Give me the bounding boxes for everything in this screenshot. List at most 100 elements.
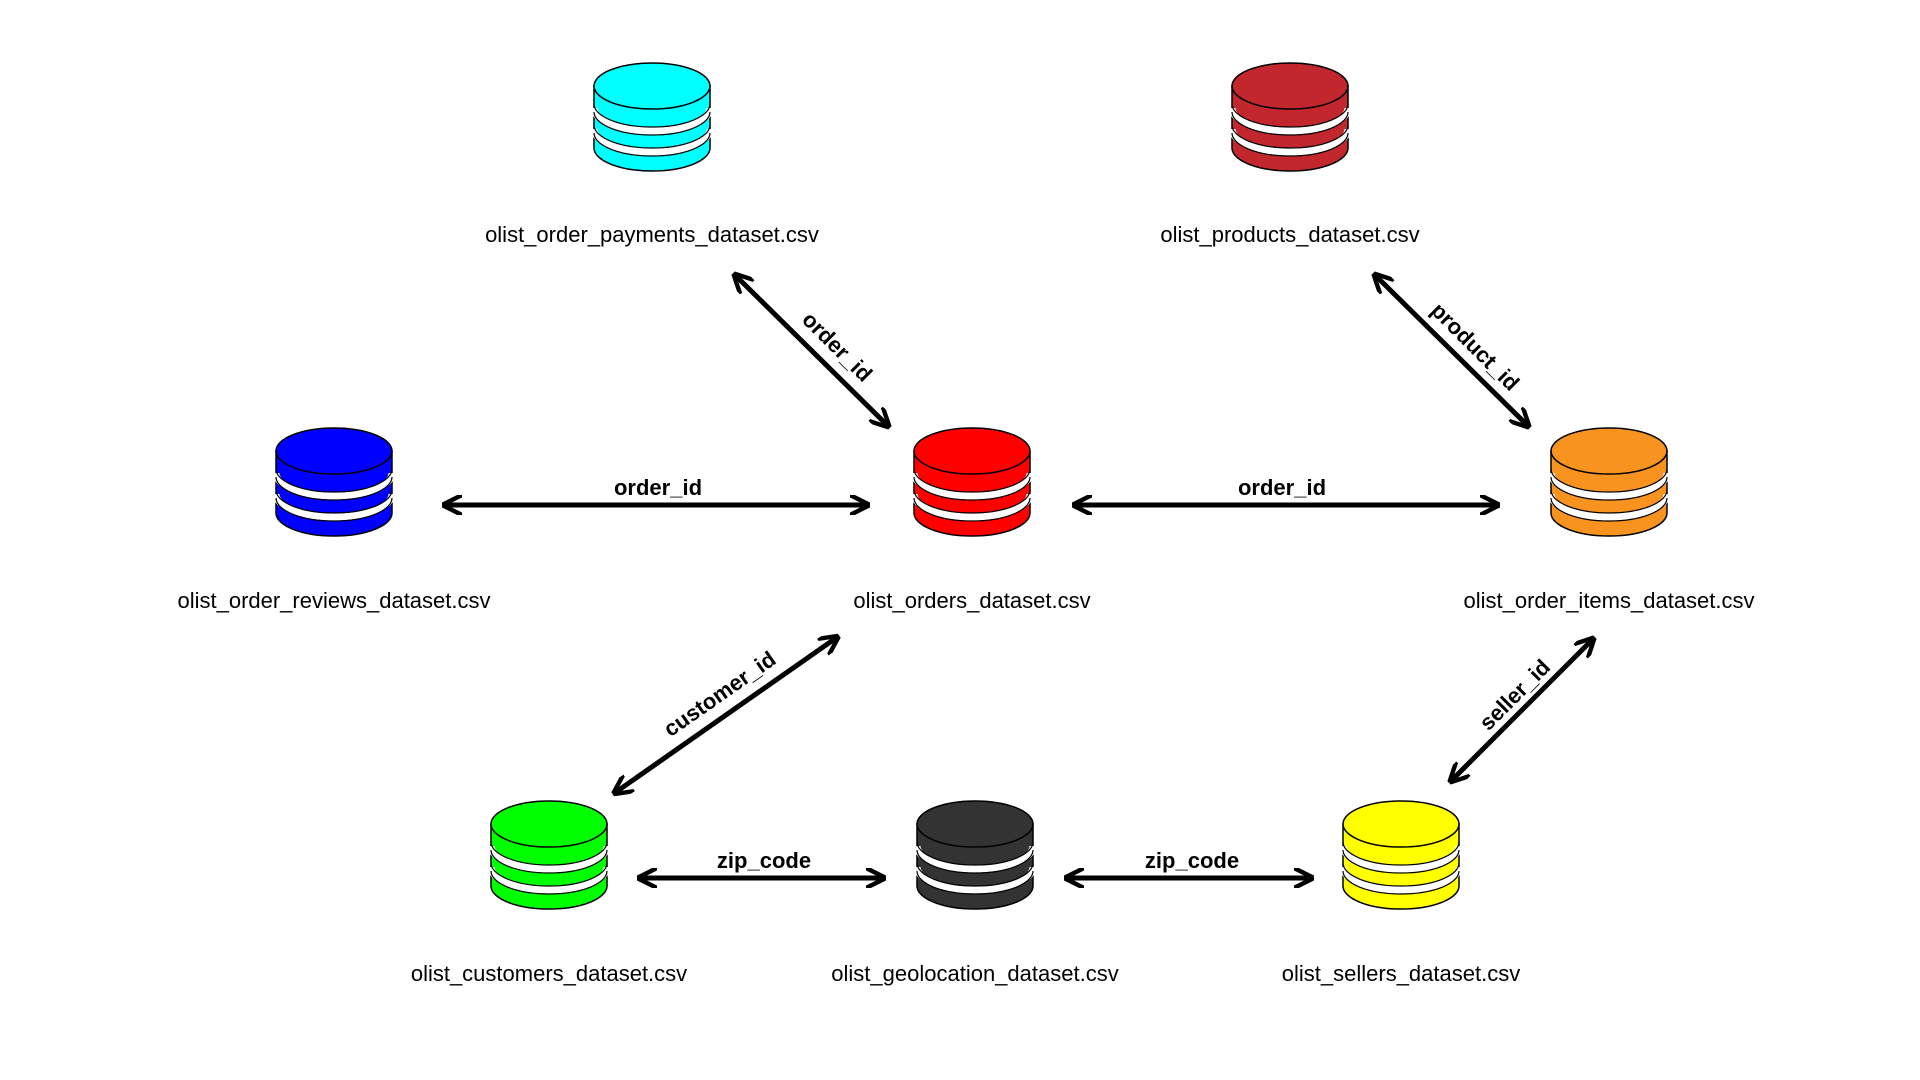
database-icon <box>590 62 714 172</box>
database-separator-edge <box>593 103 711 128</box>
database-top <box>1231 62 1349 110</box>
database-top <box>490 800 608 848</box>
double-arrow <box>616 638 836 792</box>
database-separator-edge <box>916 841 1034 866</box>
database-separator-edge <box>1231 132 1349 157</box>
database-icon <box>272 427 396 537</box>
node-reviews: olist_order_reviews_dataset.csv <box>177 427 491 613</box>
edge-label: seller_id <box>1474 654 1555 735</box>
database-top <box>1550 427 1668 475</box>
node-label: olist_orders_dataset.csv <box>853 588 1090 613</box>
database-separator-edge <box>1550 476 1668 501</box>
database-icon <box>913 800 1037 910</box>
database-icon <box>910 427 1034 537</box>
double-arrow <box>1452 640 1592 780</box>
database-separator <box>910 493 1034 521</box>
node-orders: olist_orders_dataset.csv <box>853 427 1091 613</box>
node-label: olist_sellers_dataset.csv <box>1282 961 1520 986</box>
database-separator <box>910 472 1034 500</box>
database-separator-edge <box>490 849 608 874</box>
database-separator <box>1339 845 1463 873</box>
database-separator-edge <box>593 124 711 149</box>
database-separator <box>1228 107 1352 135</box>
edge-reviews-orders: order_id <box>446 475 866 505</box>
database-separator <box>1547 493 1671 521</box>
database-separator-edge <box>1231 124 1349 149</box>
database-separator-edge <box>1550 497 1668 522</box>
database-separator <box>1547 472 1671 500</box>
database-separator <box>913 866 1037 894</box>
database-separator-edge <box>490 870 608 895</box>
node-label: olist_order_reviews_dataset.csv <box>177 588 490 613</box>
database-top <box>593 62 711 110</box>
database-separator-edge <box>593 111 711 136</box>
node-products: olist_products_dataset.csv <box>1160 62 1420 247</box>
node-label: olist_customers_dataset.csv <box>411 961 687 986</box>
node-items: olist_order_items_dataset.csv <box>1463 427 1755 613</box>
edge-label: zip_code <box>717 848 811 873</box>
database-top <box>275 427 393 475</box>
edge-sellers-items: seller_id <box>1452 640 1592 780</box>
database-separator-edge <box>913 476 1031 501</box>
database-separator <box>487 845 611 873</box>
database-separator-edge <box>275 497 393 522</box>
edge-label: zip_code <box>1145 848 1239 873</box>
database-separator-edge <box>913 489 1031 514</box>
double-arrow <box>1376 276 1527 425</box>
database-separator-edge <box>916 849 1034 874</box>
edge-label: customer_id <box>659 646 781 742</box>
edge-label: product_id <box>1426 298 1524 396</box>
database-top <box>913 427 1031 475</box>
double-arrow <box>736 276 887 425</box>
database-separator-edge <box>1231 111 1349 136</box>
node-customers: olist_customers_dataset.csv <box>411 800 687 986</box>
database-separator-edge <box>916 862 1034 887</box>
database-icon <box>1339 800 1463 910</box>
edge-payments-orders: order_id <box>736 276 887 425</box>
nodes: olist_order_payments_dataset.csv olist_pr… <box>177 62 1755 986</box>
database-separator-edge <box>1231 103 1349 128</box>
database-separator-edge <box>275 489 393 514</box>
edge-orders-items: order_id <box>1076 475 1496 505</box>
database-separator <box>590 107 714 135</box>
edge-label: order_id <box>614 475 702 500</box>
database-separator-edge <box>1342 841 1460 866</box>
database-icon <box>1547 427 1671 537</box>
database-separator <box>1339 866 1463 894</box>
node-label: olist_order_items_dataset.csv <box>1463 588 1754 613</box>
node-sellers: olist_sellers_dataset.csv <box>1282 800 1520 986</box>
database-separator-edge <box>275 468 393 493</box>
database-icon <box>1228 62 1352 172</box>
edge-products-items: product_id <box>1376 276 1527 425</box>
database-separator-edge <box>490 862 608 887</box>
database-separator <box>590 128 714 156</box>
database-separator-edge <box>1342 870 1460 895</box>
database-separator <box>913 845 1037 873</box>
database-top <box>1342 800 1460 848</box>
node-label: olist_order_payments_dataset.csv <box>485 222 819 247</box>
database-separator <box>272 472 396 500</box>
node-geolocation: olist_geolocation_dataset.csv <box>831 800 1119 986</box>
edge-label: order_id <box>1238 475 1326 500</box>
database-separator-edge <box>1550 489 1668 514</box>
node-label: olist_geolocation_dataset.csv <box>831 961 1118 986</box>
edge-customers-geolocation: zip_code <box>641 848 882 878</box>
database-icon <box>487 800 611 910</box>
database-separator-edge <box>913 497 1031 522</box>
database-separator-edge <box>1550 468 1668 493</box>
database-separator <box>487 866 611 894</box>
database-separator-edge <box>1342 849 1460 874</box>
database-separator-edge <box>916 870 1034 895</box>
database-separator-edge <box>275 476 393 501</box>
node-label: olist_products_dataset.csv <box>1160 222 1419 247</box>
database-top <box>916 800 1034 848</box>
database-separator-edge <box>593 132 711 157</box>
edge-geolocation-sellers: zip_code <box>1068 848 1310 878</box>
edge-customers-orders: customer_id <box>616 638 836 792</box>
node-payments: olist_order_payments_dataset.csv <box>485 62 819 247</box>
database-separator <box>1228 128 1352 156</box>
database-separator-edge <box>490 841 608 866</box>
database-separator-edge <box>913 468 1031 493</box>
database-separator-edge <box>1342 862 1460 887</box>
